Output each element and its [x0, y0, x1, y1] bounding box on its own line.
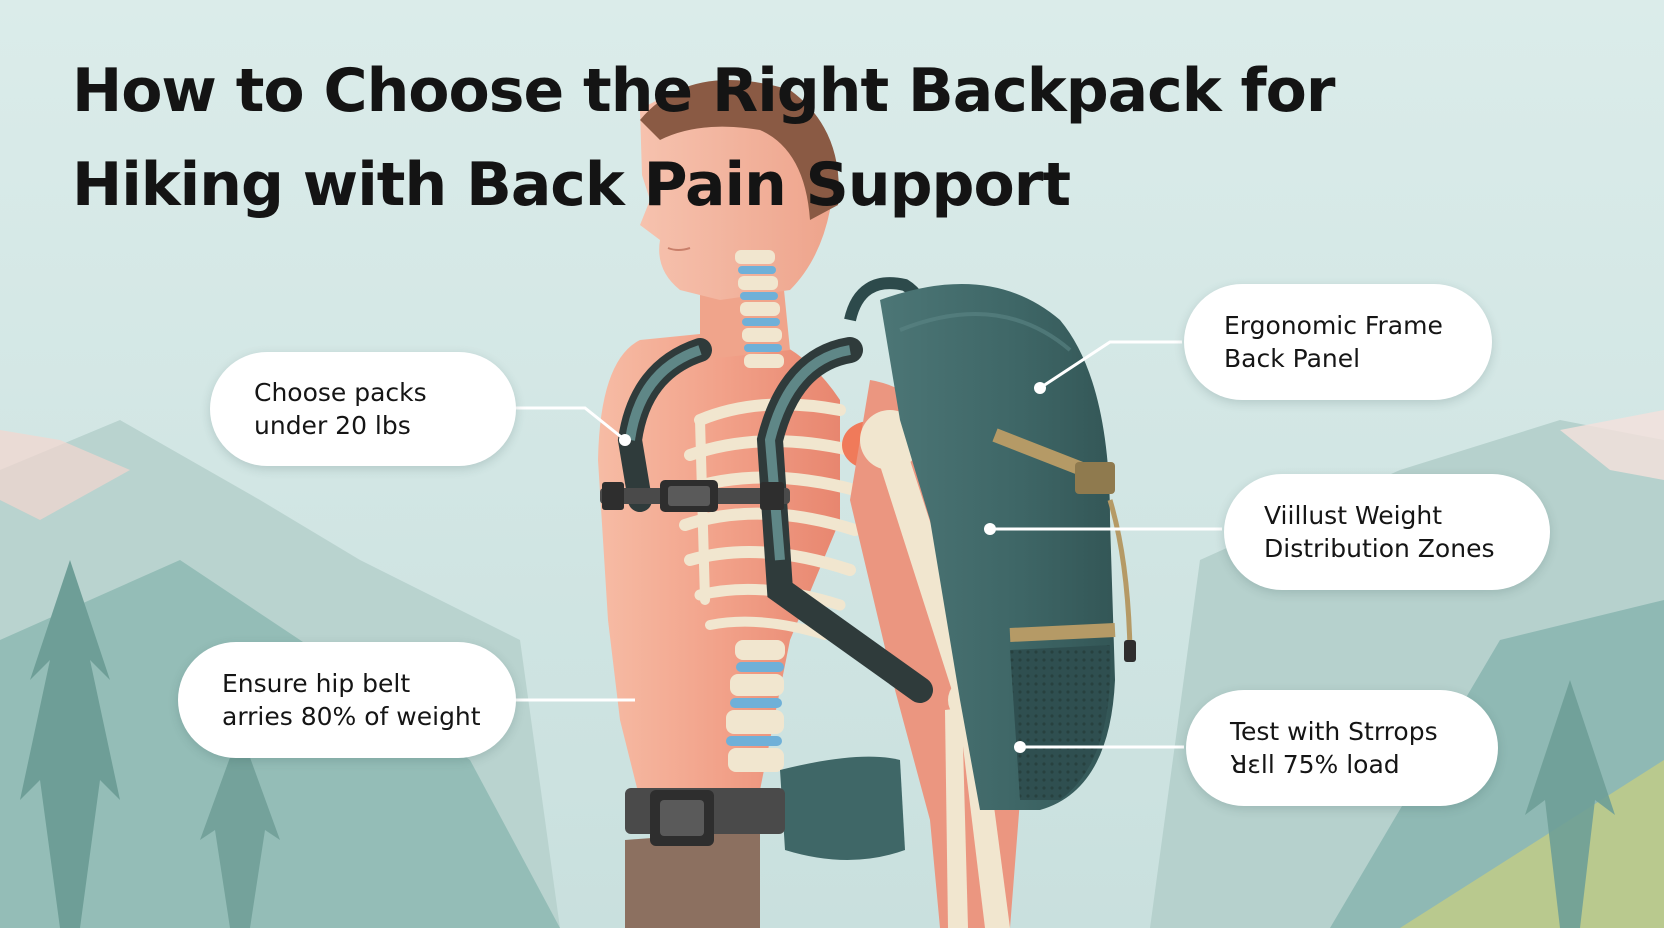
hip-belt — [625, 756, 905, 860]
compression-strap-lower — [1009, 623, 1116, 642]
callout-weight-zones-line-1: Viillust Weight — [1264, 501, 1443, 530]
spine — [726, 250, 785, 772]
strap-end — [1124, 640, 1136, 662]
side-strap — [1107, 499, 1133, 651]
callout-hip-belt-line-2: arries 80% of weight — [222, 702, 481, 731]
callout-weight-zones-line-2: Distribution Zones — [1264, 534, 1495, 563]
callout-ergonomic-frame: Ergonomic Frame Back Panel — [1184, 284, 1492, 400]
callout-packs-line-2: under 20 lbs — [254, 411, 411, 440]
callout-weight-distribution: Viillust Weight Distribution Zones — [1224, 474, 1550, 590]
shoulder-straps — [617, 337, 933, 703]
pine-trees — [20, 560, 1615, 928]
leader-lines — [500, 340, 1222, 749]
leader-dots — [619, 382, 1046, 753]
mesh-pocket — [1010, 645, 1111, 800]
callout-straps-line-2: ꓤɛll 75% load — [1230, 750, 1400, 779]
sternum-strap — [600, 480, 790, 512]
callout-packs-line-1: Choose packs — [254, 378, 427, 407]
callout-frame-line-1: Ergonomic Frame — [1224, 311, 1443, 340]
callout-frame-line-2: Back Panel — [1224, 344, 1361, 373]
callout-hip-belt: Ensure hip belt arries 80% of weight — [178, 642, 516, 758]
buckle-upper — [1075, 462, 1115, 494]
page-title: How to Choose the Right Backpack for Hik… — [72, 44, 1335, 232]
callout-test-straps: Test with Strrops ꓤɛll 75% load — [1186, 690, 1498, 806]
hair — [640, 80, 839, 220]
callout-straps-line-1: Test with Strrops — [1230, 717, 1438, 746]
backpack — [844, 277, 1136, 810]
title-line-2: Hiking with Back Pain Support — [72, 150, 1071, 220]
title-line-1: How to Choose the Right Backpack for — [72, 56, 1335, 126]
pants — [625, 830, 760, 928]
callout-packs-weight: Choose packs under 20 lbs — [210, 352, 516, 466]
callout-hip-belt-line-1: Ensure hip belt — [222, 669, 411, 698]
